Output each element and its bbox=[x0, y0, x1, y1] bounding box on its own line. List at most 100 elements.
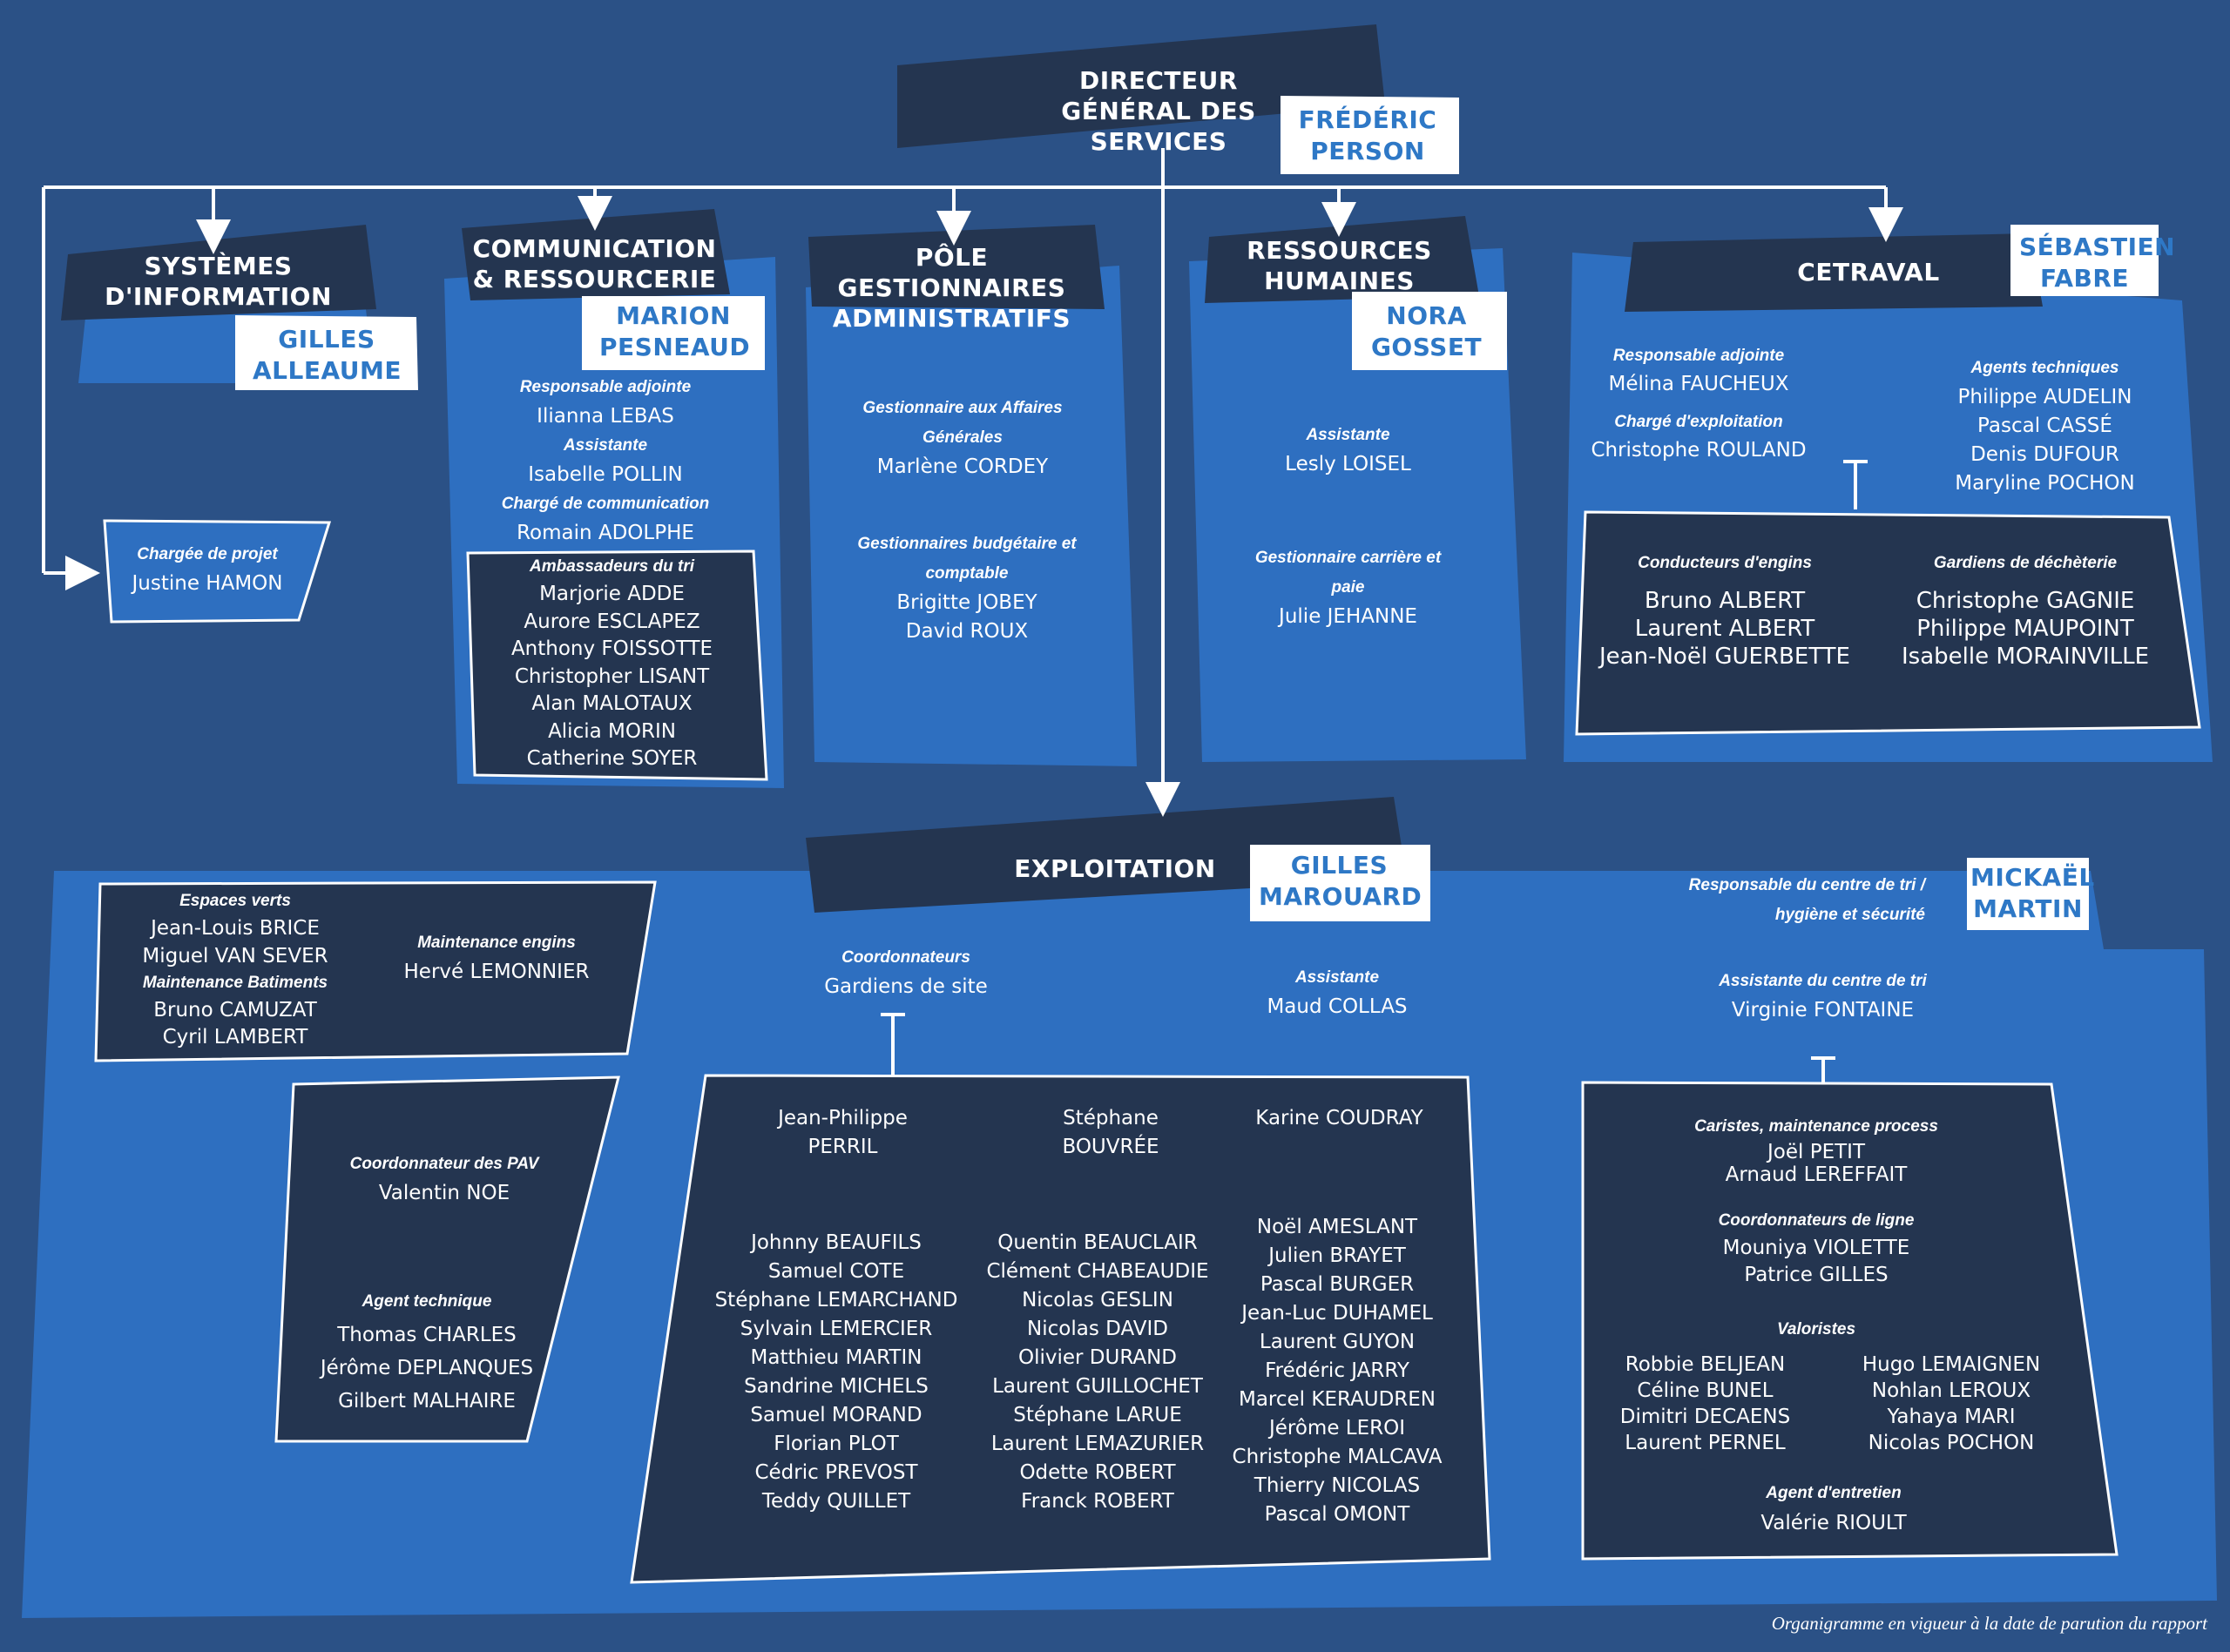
exp-team-member: Julien BRAYET bbox=[1268, 1244, 1406, 1267]
pole-banner bbox=[808, 225, 1105, 309]
cet-gardien: Philippe MAUPOINT bbox=[1916, 616, 2134, 642]
tri-name: MICKAËL MARTIN bbox=[1970, 863, 2095, 924]
com-ambassador: Alan MALOTAUX bbox=[531, 692, 693, 715]
cet-agents-role: Agents techniques bbox=[1970, 359, 2119, 377]
dgs-title: DIRECTEUR GÉNÉRAL DES SERVICES bbox=[1061, 66, 1256, 156]
exp-team-member: Johnny BEAUFILS bbox=[751, 1231, 922, 1254]
exp-chef-3: Karine COUDRAY bbox=[1254, 1104, 1424, 1133]
tri-entretien: Agent d'entretien Valérie RIOULT bbox=[1638, 1478, 2030, 1538]
exp-team-member: Laurent GUYON bbox=[1259, 1331, 1416, 1353]
exp-assist-role: Assistante bbox=[1294, 968, 1380, 987]
si-project-box bbox=[103, 519, 332, 624]
tri-name-tag bbox=[1967, 858, 2089, 930]
com-roles: Responsable adjointe Ilianna LEBAS Assis… bbox=[466, 373, 745, 548]
tri-valoristes-col-2: Hugo LEMAIGNEN Nohlan LEROUX Yahaya MARI… bbox=[1842, 1352, 2060, 1456]
exp-tech-person: Gilbert MALHAIRE bbox=[338, 1390, 516, 1413]
pole-block-1: Gestionnaire aux Affaires Générales Marl… bbox=[832, 394, 1093, 482]
exp-team-member: Clément CHABEAUDIE bbox=[986, 1260, 1209, 1283]
pole-person-2b: David ROUX bbox=[905, 620, 1029, 643]
exp-coord-role: Coordonnateurs bbox=[841, 948, 970, 967]
tri-valoristes-col-1: Robbie BELJEAN Céline BUNEL Dimitri DECA… bbox=[1594, 1352, 1816, 1456]
exp-team-member: Pascal BURGER bbox=[1260, 1273, 1415, 1296]
com-ambassador: Alicia MORIN bbox=[548, 719, 676, 743]
exp-tech-role: Agent technique bbox=[362, 1292, 492, 1311]
rh-person-1: Lesly LOISEL bbox=[1285, 453, 1411, 475]
exp-team-3: Noël AMESLANT Julien BRAYET Pascal BURGE… bbox=[1220, 1213, 1455, 1529]
cet-name: SÉBASTIEN FABRE bbox=[2019, 233, 2176, 293]
com-role-2: Assistante bbox=[563, 436, 648, 455]
dgs-name: FRÉDÉRIC PERSON bbox=[1298, 105, 1437, 166]
cet-role-2: Chargé d'exploitation bbox=[1614, 413, 1783, 431]
rh-role-1: Assistante bbox=[1306, 426, 1390, 444]
cet-gardien: Christophe GAGNIE bbox=[1916, 588, 2135, 614]
cet-crew-box bbox=[1575, 510, 2201, 736]
exp-team-member: Frédéric JARRY bbox=[1265, 1359, 1409, 1382]
pole-role-1: Gestionnaire aux Affaires Générales bbox=[862, 399, 1063, 447]
cet-conducteur: Laurent ALBERT bbox=[1634, 616, 1815, 642]
rh-name: NORA GOSSET bbox=[1370, 301, 1483, 362]
cet-gardien: Isabelle MORAINVILLE bbox=[1901, 644, 2150, 670]
exp-team-member: Laurent LEMAZURIER bbox=[990, 1433, 1205, 1455]
cet-conducteurs: Conducteurs d'engins Bruno ALBERT Lauren… bbox=[1581, 549, 1868, 671]
com-ambassador: Anthony FOISSOTTE bbox=[510, 637, 713, 660]
tri-valoriste: Céline BUNEL bbox=[1637, 1379, 1774, 1402]
exp-team-member: Jérôme LEROI bbox=[1268, 1417, 1406, 1440]
exp-team-member: Christophe MALCAVA bbox=[1232, 1446, 1443, 1468]
exp-espaces-person: Miguel VAN SEVER bbox=[142, 945, 328, 968]
si-name-tag bbox=[235, 315, 418, 390]
rh-banner bbox=[1205, 216, 1479, 303]
exp-chef-2: Stéphane BOUVRÉE bbox=[1028, 1104, 1193, 1162]
tri-cariste: Arnaud LEREFFAIT bbox=[1725, 1163, 1908, 1186]
exp-team-member: Florian PLOT bbox=[774, 1433, 899, 1455]
tri-valoriste: Nicolas POCHON bbox=[1868, 1432, 2035, 1454]
rh-title: RESSOURCES HUMAINES bbox=[1247, 236, 1432, 295]
com-ambassadors-role: Ambassadeurs du tri bbox=[530, 557, 694, 576]
exp-team-member: Cédric PREVOST bbox=[754, 1461, 918, 1484]
tri-ligne: Coordonnateurs de ligne Mouniya VIOLETTE… bbox=[1594, 1207, 2038, 1289]
exp-team-member: Quentin BEAUCLAIR bbox=[997, 1231, 1198, 1254]
exp-team-member: Stéphane LEMARCHAND bbox=[714, 1289, 958, 1311]
tri-caristes-role: Caristes, maintenance process bbox=[1694, 1117, 1938, 1136]
exp-team-member: Thierry NICOLAS bbox=[1254, 1474, 1421, 1497]
tri-assist-role: Assistante du centre de tri bbox=[1719, 972, 1927, 990]
dgs-name-tag bbox=[1281, 96, 1459, 174]
tri-cariste: Joël PETIT bbox=[1767, 1141, 1865, 1163]
exp-team-member: Laurent GUILLOCHET bbox=[992, 1375, 1203, 1398]
cet-gardiens: Gardiens de déchèterie Christophe GAGNIE… bbox=[1882, 549, 2169, 671]
si-project-role: Chargée de projet bbox=[137, 545, 278, 563]
com-name-tag bbox=[582, 296, 765, 370]
pole-role-2: Gestionnaires budgétaire et comptable bbox=[857, 535, 1077, 583]
exp-engins: Maintenance engins Hervé LEMONNIER bbox=[370, 928, 623, 987]
com-role-1: Responsable adjointe bbox=[519, 378, 692, 396]
exp-batiments-role: Maintenance Batiments bbox=[142, 974, 328, 992]
tri-assist-person: Virginie FONTAINE bbox=[1731, 999, 1915, 1022]
rh-person-2: Julie JEHANNE bbox=[1279, 605, 1417, 628]
exp-team-member: Nicolas DAVID bbox=[1027, 1318, 1168, 1340]
exp-name: GILLES MAROUARD bbox=[1259, 851, 1422, 912]
cet-agents: Agents techniques Philippe AUDELIN Pasca… bbox=[1925, 354, 2165, 498]
exp-team-member: Stéphane LARUE bbox=[1013, 1404, 1182, 1426]
exp-team-member: Jean-Luc DUHAMEL bbox=[1241, 1302, 1433, 1325]
tri-valoriste: Dimitri DECAENS bbox=[1619, 1406, 1791, 1428]
cet-role-1: Responsable adjointe bbox=[1612, 347, 1785, 365]
cet-conducteurs-role: Conducteurs d'engins bbox=[1638, 554, 1812, 572]
rh-name-tag bbox=[1352, 292, 1507, 370]
exp-team-member: Noël AMESLANT bbox=[1256, 1216, 1418, 1238]
tri-valoristes: Valoristes bbox=[1594, 1315, 2038, 1345]
com-role-3: Chargé de communication bbox=[501, 495, 710, 513]
exp-pav-box bbox=[274, 1075, 620, 1443]
pole-person-1: Marlène CORDEY bbox=[876, 455, 1049, 478]
pole-title: PÔLE GESTIONNAIRES ADMINISTRATIFS bbox=[832, 243, 1071, 333]
exp-team-member: Nicolas GESLIN bbox=[1022, 1289, 1173, 1311]
exp-assist-person: Maud COLLAS bbox=[1267, 995, 1408, 1018]
exp-assist: Assistante Maud COLLAS bbox=[1215, 963, 1459, 1022]
tri-role: Responsable du centre de tri / hygiène e… bbox=[1688, 876, 1925, 924]
cet-agent: Maryline POCHON bbox=[1955, 472, 2135, 495]
exp-coord: Coordonnateurs Gardiens de site bbox=[780, 943, 1032, 1001]
tri-entretien-person: Valérie RIOULT bbox=[1760, 1512, 1907, 1534]
cet-conducteur: Jean-Noël GUERBETTE bbox=[1599, 644, 1850, 670]
exp-title: EXPLOITATION bbox=[1014, 854, 1216, 883]
tri-box bbox=[1581, 1081, 2118, 1561]
rh-role-2: Gestionnaire carrière et paie bbox=[1254, 549, 1442, 597]
exp-team-member: Odette ROBERT bbox=[1019, 1461, 1176, 1484]
